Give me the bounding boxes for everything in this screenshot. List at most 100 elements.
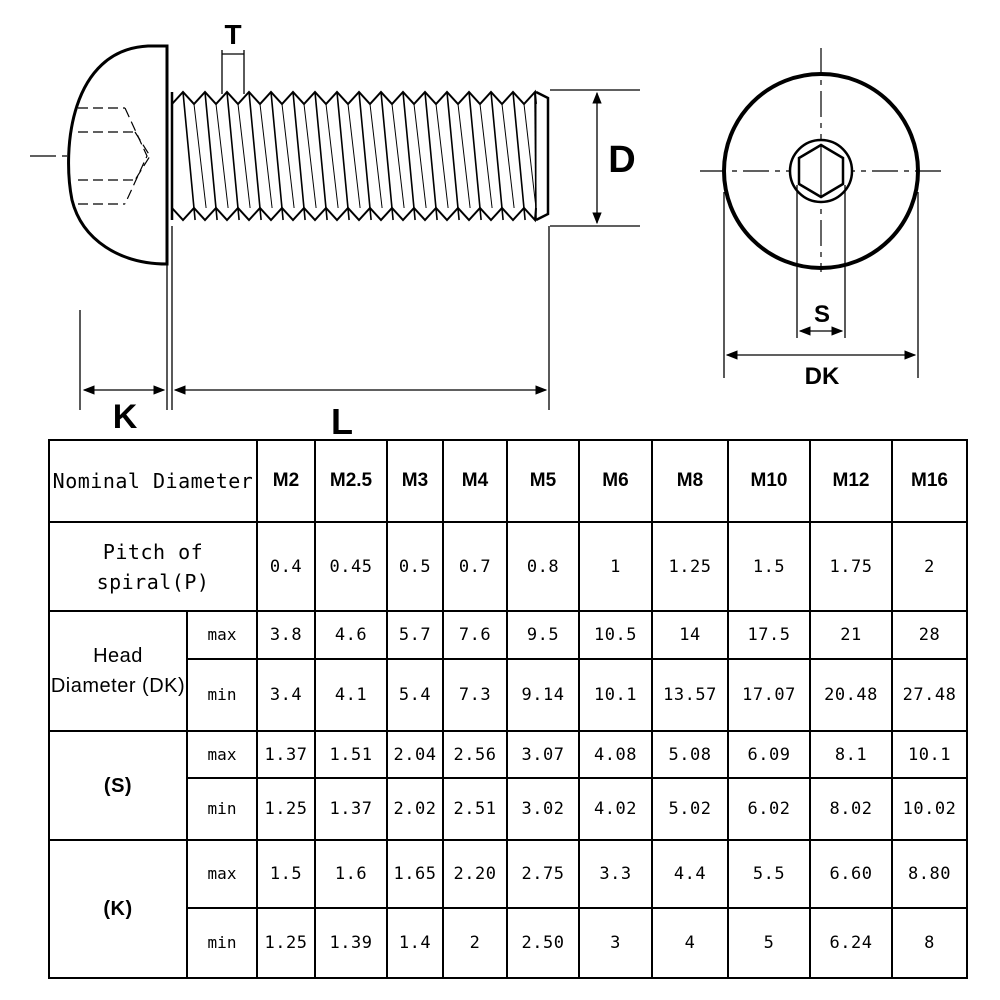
s-max-cell: 1.51 bbox=[314, 730, 388, 779]
label-l: L bbox=[331, 401, 353, 440]
pitch-label: Pitch of spiral(P) bbox=[48, 521, 258, 612]
size-cell: M6 bbox=[578, 439, 653, 523]
pitch-cell: 0.7 bbox=[442, 521, 508, 612]
k-max-row: (K) max 1.5 1.6 1.65 2.20 2.75 3.3 4.4 5… bbox=[48, 839, 968, 979]
k-min-cell: 1.25 bbox=[256, 907, 316, 979]
size-cell: M2.5 bbox=[314, 439, 388, 523]
head-diameter-min-row: min 3.4 4.1 5.4 7.3 9.14 10.1 13.57 17.0… bbox=[49, 658, 968, 732]
s-max-cell: 6.09 bbox=[727, 730, 811, 779]
screw-diagram: T D K L S DK bbox=[30, 19, 942, 440]
k-min-cell: 5 bbox=[727, 907, 811, 979]
size-cell: M16 bbox=[891, 439, 968, 523]
s-min-row: min 1.25 1.37 2.02 2.51 3.02 4.02 5.02 6… bbox=[49, 777, 968, 841]
s-min-cell: 5.02 bbox=[651, 777, 729, 841]
length-dimensions bbox=[79, 226, 550, 410]
s-max-cell: 5.08 bbox=[651, 730, 729, 779]
pitch-cell: 0.8 bbox=[506, 521, 580, 612]
spec-table: Nominal Diameter M2 M2.5 M3 M4 M5 M6 M8 … bbox=[48, 439, 968, 979]
size-row: Nominal Diameter M2 M2.5 M3 M4 M5 M6 M8 … bbox=[48, 439, 968, 523]
max-label: max bbox=[186, 839, 258, 909]
s-min-cell: 3.02 bbox=[506, 777, 580, 841]
pitch-cell: 0.5 bbox=[386, 521, 444, 612]
k-min-cell: 4 bbox=[651, 907, 729, 979]
pitch-cell: 2 bbox=[891, 521, 968, 612]
label-s: S bbox=[814, 301, 830, 328]
k-min-cell: 1.4 bbox=[386, 907, 444, 979]
k-max-cell: 2.75 bbox=[506, 839, 580, 909]
dk-max-cell: 10.5 bbox=[578, 610, 653, 660]
nominal-diameter-label: Nominal Diameter bbox=[48, 439, 258, 523]
dk-min-cell: 4.1 bbox=[314, 658, 388, 732]
min-label: min bbox=[186, 777, 258, 841]
dk-max-cell: 4.6 bbox=[314, 610, 388, 660]
size-cell: M4 bbox=[442, 439, 508, 523]
dk-min-cell: 5.4 bbox=[386, 658, 444, 732]
k-max-cell: 5.5 bbox=[727, 839, 811, 909]
k-min-cell: 2 bbox=[442, 907, 508, 979]
s-min-cell: 8.02 bbox=[809, 777, 893, 841]
dk-max-cell: 17.5 bbox=[727, 610, 811, 660]
dk-min-cell: 17.07 bbox=[727, 658, 811, 732]
dk-max-cell: 28 bbox=[891, 610, 968, 660]
hidden-socket-lines bbox=[78, 107, 151, 205]
dk-max-cell: 9.5 bbox=[506, 610, 580, 660]
s-max-cell: 8.1 bbox=[809, 730, 893, 779]
size-cell: M8 bbox=[651, 439, 729, 523]
k-min-row: min 1.25 1.39 1.4 2 2.50 3 4 5 6.24 8 bbox=[49, 907, 968, 979]
k-min-cell: 6.24 bbox=[809, 907, 893, 979]
label-t: T bbox=[224, 19, 241, 50]
min-label: min bbox=[186, 658, 258, 732]
pitch-cell: 1.75 bbox=[809, 521, 893, 612]
head-diameter-dimension bbox=[723, 192, 919, 378]
size-cell: M5 bbox=[506, 439, 580, 523]
k-max-cell: 3.3 bbox=[578, 839, 653, 909]
min-label: min bbox=[186, 907, 258, 979]
pitch-cell: 0.4 bbox=[256, 521, 316, 612]
label-dk: DK bbox=[805, 363, 840, 390]
dk-max-cell: 3.8 bbox=[256, 610, 316, 660]
label-d: D bbox=[608, 139, 635, 181]
s-max-cell: 3.07 bbox=[506, 730, 580, 779]
head-top-view bbox=[700, 48, 942, 272]
diameter-dimension bbox=[550, 89, 640, 227]
size-cell: M10 bbox=[727, 439, 811, 523]
dk-max-cell: 5.7 bbox=[386, 610, 444, 660]
pitch-row: Pitch of spiral(P) 0.4 0.45 0.5 0.7 0.8 … bbox=[48, 521, 968, 612]
dk-min-cell: 20.48 bbox=[809, 658, 893, 732]
dk-min-cell: 10.1 bbox=[578, 658, 653, 732]
s-max-row: (S) max 1.37 1.51 2.04 2.56 3.07 4.08 5.… bbox=[48, 730, 968, 841]
dk-min-cell: 3.4 bbox=[256, 658, 316, 732]
screw-head bbox=[67, 44, 169, 266]
k-max-cell: 2.20 bbox=[442, 839, 508, 909]
pitch-cell: 1.5 bbox=[727, 521, 811, 612]
dk-max-cell: 7.6 bbox=[442, 610, 508, 660]
k-max-cell: 4.4 bbox=[651, 839, 729, 909]
s-min-cell: 10.02 bbox=[891, 777, 968, 841]
head-diameter-max-row: Head Diameter (DK) max 3.8 4.6 5.7 7.6 9… bbox=[48, 610, 968, 732]
max-label: max bbox=[186, 610, 258, 660]
k-max-cell: 1.6 bbox=[314, 839, 388, 909]
s-min-cell: 2.51 bbox=[442, 777, 508, 841]
s-label: (S) bbox=[48, 730, 188, 841]
size-cell: M12 bbox=[809, 439, 893, 523]
dk-max-cell: 21 bbox=[809, 610, 893, 660]
dk-max-cell: 14 bbox=[651, 610, 729, 660]
pitch-dimension bbox=[221, 50, 245, 94]
k-max-cell: 1.5 bbox=[256, 839, 316, 909]
pitch-cell: 0.45 bbox=[314, 521, 388, 612]
size-cell: M2 bbox=[256, 439, 316, 523]
k-max-cell: 6.60 bbox=[809, 839, 893, 909]
s-max-cell: 1.37 bbox=[256, 730, 316, 779]
s-min-cell: 1.25 bbox=[256, 777, 316, 841]
s-min-cell: 4.02 bbox=[578, 777, 653, 841]
k-max-cell: 8.80 bbox=[891, 839, 968, 909]
s-min-cell: 1.37 bbox=[314, 777, 388, 841]
socket-dimension bbox=[796, 185, 846, 338]
s-min-cell: 2.02 bbox=[386, 777, 444, 841]
s-max-cell: 4.08 bbox=[578, 730, 653, 779]
dk-min-cell: 9.14 bbox=[506, 658, 580, 732]
threaded-shank bbox=[170, 89, 550, 223]
s-max-cell: 10.1 bbox=[891, 730, 968, 779]
k-min-cell: 2.50 bbox=[506, 907, 580, 979]
max-label: max bbox=[186, 730, 258, 779]
